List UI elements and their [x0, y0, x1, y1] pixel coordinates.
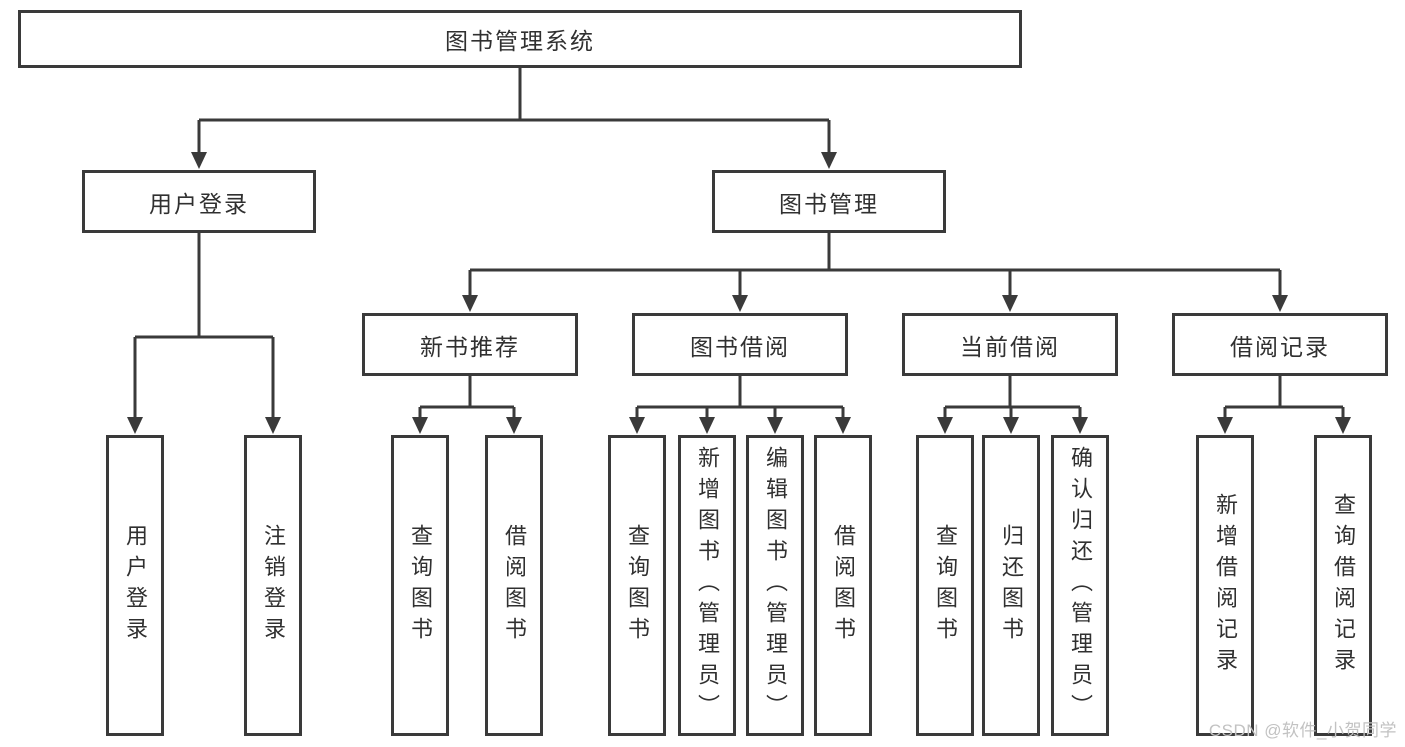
- node-label: 注销登录: [261, 523, 286, 648]
- arrow-down-icon: [1217, 417, 1233, 434]
- arrow-down-icon: [835, 417, 851, 434]
- node-book-borrow: 图书借阅: [632, 313, 848, 376]
- node-label: 确认归还（管理员）: [1068, 446, 1093, 725]
- node-user-login-leaf: 用户登录: [106, 435, 164, 736]
- arrow-down-icon: [937, 417, 953, 434]
- node-current-query-books: 查询图书: [916, 435, 974, 736]
- node-borrow-edit-books-admin: 编辑图书（管理员）: [746, 435, 804, 736]
- node-library-system: 图书管理系统: [18, 10, 1022, 68]
- arrow-down-icon: [1272, 295, 1288, 312]
- arrow-down-icon: [506, 417, 522, 434]
- node-label: 查询图书: [408, 523, 433, 648]
- node-recommend-query-books: 查询图书: [391, 435, 449, 736]
- node-borrow-records: 借阅记录: [1172, 313, 1388, 376]
- node-new-book-recommend: 新书推荐: [362, 313, 578, 376]
- node-label: 借阅图书: [502, 523, 527, 648]
- arrow-down-icon: [191, 152, 207, 169]
- arrow-down-icon: [462, 295, 478, 312]
- node-current-confirm-return-admin: 确认归还（管理员）: [1051, 435, 1109, 736]
- arrow-down-icon: [1072, 417, 1088, 434]
- node-records-query-record: 查询借阅记录: [1314, 435, 1372, 736]
- node-logout-leaf: 注销登录: [244, 435, 302, 736]
- node-records-add-record: 新增借阅记录: [1196, 435, 1254, 736]
- arrow-down-icon: [127, 417, 143, 434]
- node-recommend-borrow-books: 借阅图书: [485, 435, 543, 736]
- node-label: 查询图书: [933, 523, 958, 648]
- arrow-down-icon: [265, 417, 281, 434]
- arrow-down-icon: [699, 417, 715, 434]
- node-current-return-books: 归还图书: [982, 435, 1040, 736]
- node-label: 用户登录: [123, 523, 148, 648]
- connector-path: [133, 68, 1345, 431]
- node-borrow-add-books-admin: 新增图书（管理员）: [678, 435, 736, 736]
- arrow-down-icon: [412, 417, 428, 434]
- node-label: 归还图书: [999, 523, 1024, 648]
- arrow-down-icon: [629, 417, 645, 434]
- arrow-down-icon: [732, 295, 748, 312]
- node-borrow-borrow-books: 借阅图书: [814, 435, 872, 736]
- arrow-down-icon: [1002, 295, 1018, 312]
- csdn-watermark: CSDN @软件_小贺同学: [1208, 721, 1397, 740]
- node-label: 新增图书（管理员）: [695, 446, 720, 725]
- node-label: 编辑图书（管理员）: [763, 446, 788, 725]
- node-label: 借阅图书: [831, 523, 856, 648]
- arrow-down-icon: [767, 417, 783, 434]
- node-label: 查询借阅记录: [1331, 492, 1356, 679]
- node-current-borrow: 当前借阅: [902, 313, 1118, 376]
- node-book-management: 图书管理: [712, 170, 946, 233]
- arrow-down-icon: [821, 152, 837, 169]
- node-label: 新增借阅记录: [1213, 492, 1238, 679]
- node-label: 查询图书: [625, 523, 650, 648]
- node-user-login: 用户登录: [82, 170, 316, 233]
- arrow-down-icon: [1335, 417, 1351, 434]
- node-borrow-query-books: 查询图书: [608, 435, 666, 736]
- arrow-down-icon: [1003, 417, 1019, 434]
